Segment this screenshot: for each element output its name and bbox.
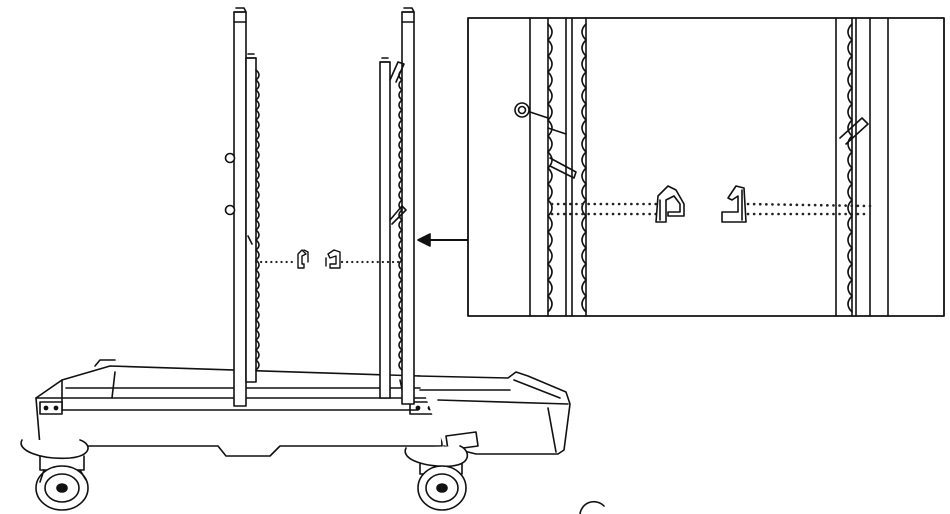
cropped-circle — [579, 500, 605, 514]
main-clip-right — [325, 249, 341, 269]
left-posts — [224, 7, 260, 407]
caster-right — [404, 445, 469, 511]
main-clip-left — [297, 249, 309, 269]
callout-arrow — [417, 233, 471, 247]
detail-clip-left — [655, 185, 685, 223]
detail-callout — [467, 17, 945, 317]
caster-left — [20, 439, 89, 511]
right-posts — [379, 7, 415, 405]
side-bin — [417, 371, 571, 455]
detail-clip-right — [721, 185, 747, 223]
